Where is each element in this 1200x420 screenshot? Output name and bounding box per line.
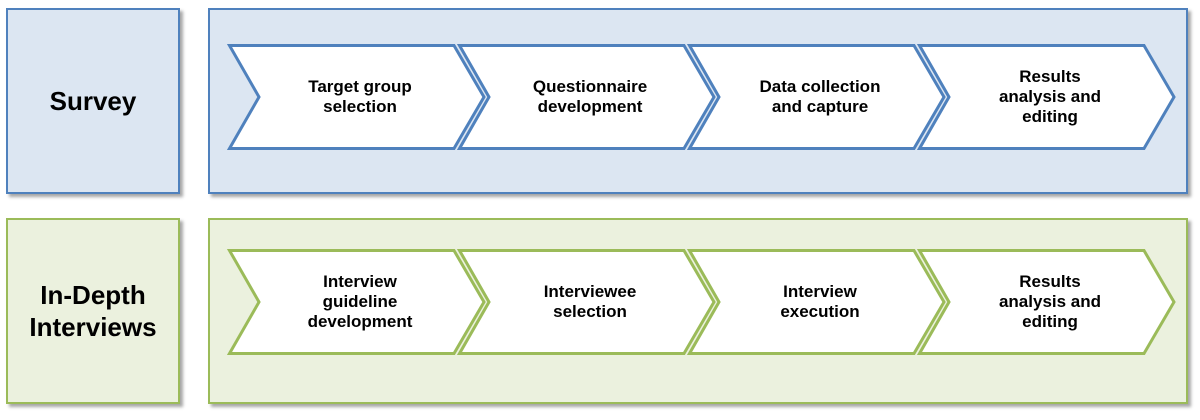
interviews-step-label: Interview execution [780, 282, 860, 321]
survey-step-label: Questionnaire development [532, 77, 648, 116]
survey-step-label: Results analysis and editing [998, 67, 1102, 126]
survey-step-questionnaire-development: Questionnaire development [456, 44, 716, 150]
survey-step-target-group-selection: Target group selection [226, 44, 486, 150]
interviews-step-label: Results analysis and editing [998, 272, 1102, 331]
interviews-step-interview-execution: Interview execution [686, 249, 946, 355]
survey-step-results-analysis: Results analysis and editing [916, 44, 1176, 150]
interviews-lane-label: In-Depth Interviews [6, 218, 180, 404]
survey-step-data-collection: Data collection and capture [686, 44, 946, 150]
survey-lane-label: Survey [6, 8, 180, 194]
interviews-step-label: Interviewee selection [543, 282, 637, 321]
interviews-step-label: Interview guideline development [307, 272, 413, 331]
interviews-step-results-analysis: Results analysis and editing [916, 249, 1176, 355]
survey-step-label: Data collection and capture [759, 77, 881, 116]
interviews-step-interviewee-selection: Interviewee selection [456, 249, 716, 355]
survey-step-label: Target group selection [308, 77, 412, 116]
interviews-step-guideline-development: Interview guideline development [226, 249, 486, 355]
